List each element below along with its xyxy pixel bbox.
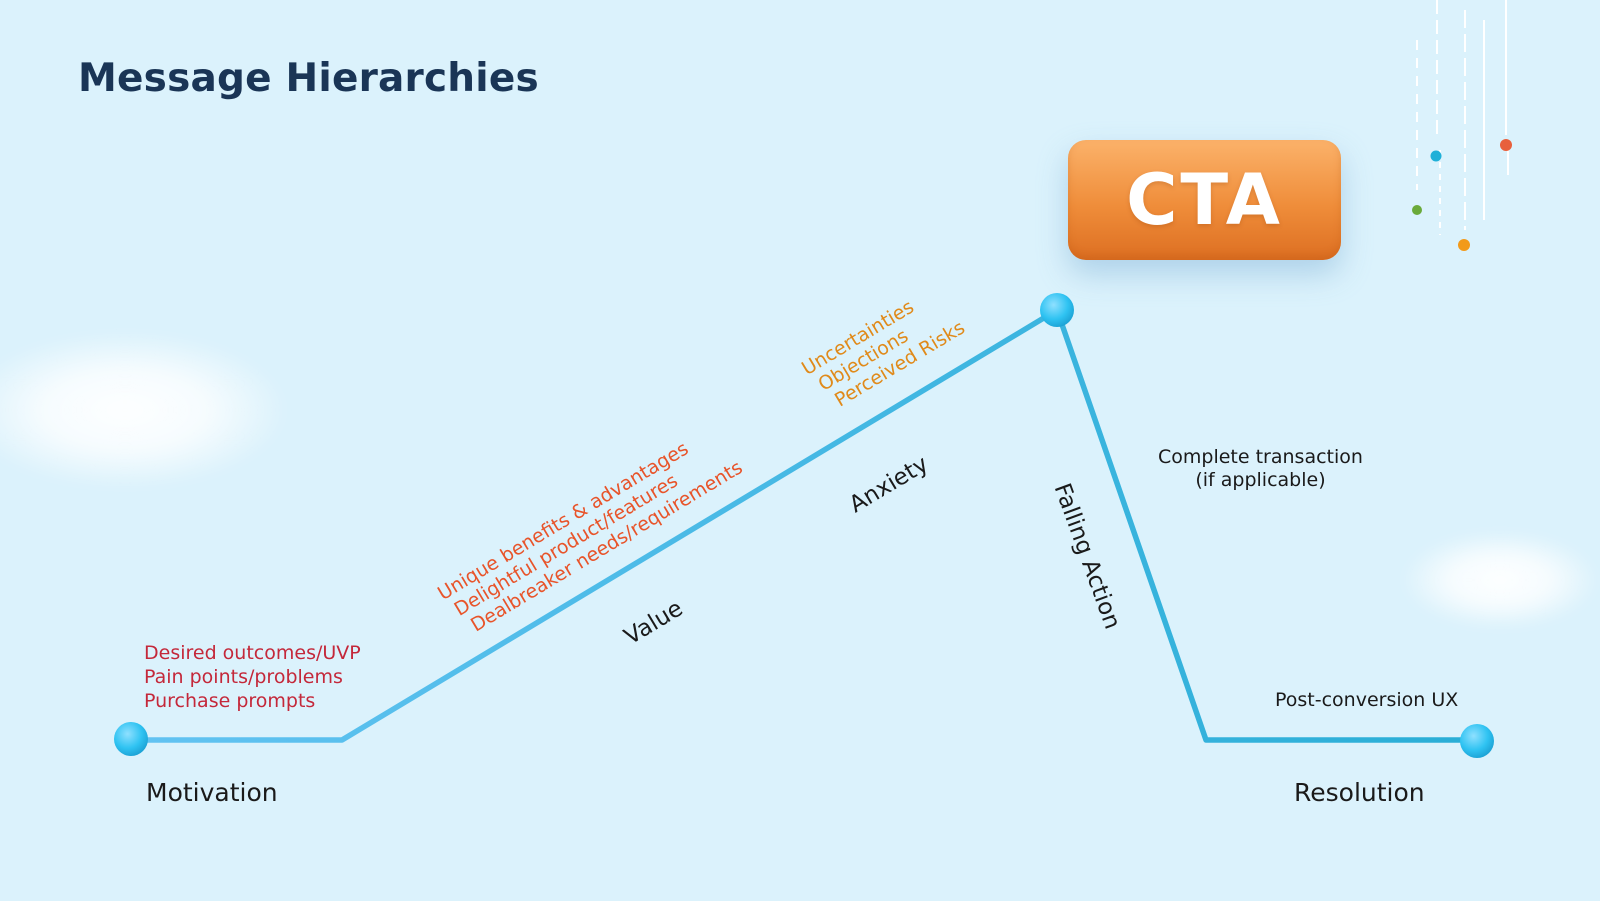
confetti-dot-teal — [1430, 150, 1442, 162]
list-item: Purchase prompts — [144, 690, 316, 712]
node-start — [114, 722, 148, 756]
cloud-right — [1400, 530, 1600, 630]
cloud-left — [0, 330, 290, 490]
stage-label-motivation: Motivation — [146, 778, 278, 807]
confetti-dot-green — [1412, 205, 1422, 215]
falling-note-line: (if applicable) — [1195, 469, 1326, 491]
list-item: Desired outcomes/UVP — [144, 642, 361, 664]
confetti-dot-red — [1500, 139, 1512, 151]
falling-note: Complete transaction (if applicable) — [1158, 446, 1363, 492]
cta-badge: CTA — [1068, 140, 1341, 260]
falling-note-line: Complete transaction — [1158, 446, 1363, 468]
resolution-note: Post-conversion UX — [1275, 689, 1459, 711]
motivation-list: Desired outcomes/UVP Pain points/problem… — [144, 641, 361, 713]
node-peak — [1040, 293, 1074, 327]
confetti-decoration — [1412, 0, 1512, 251]
page-title: Message Hierarchies — [78, 56, 539, 101]
confetti-dot-orange — [1458, 239, 1470, 251]
cta-label: CTA — [1126, 159, 1283, 241]
stage-label-resolution: Resolution — [1294, 778, 1425, 807]
node-end — [1460, 724, 1494, 758]
list-item: Pain points/problems — [144, 666, 343, 688]
